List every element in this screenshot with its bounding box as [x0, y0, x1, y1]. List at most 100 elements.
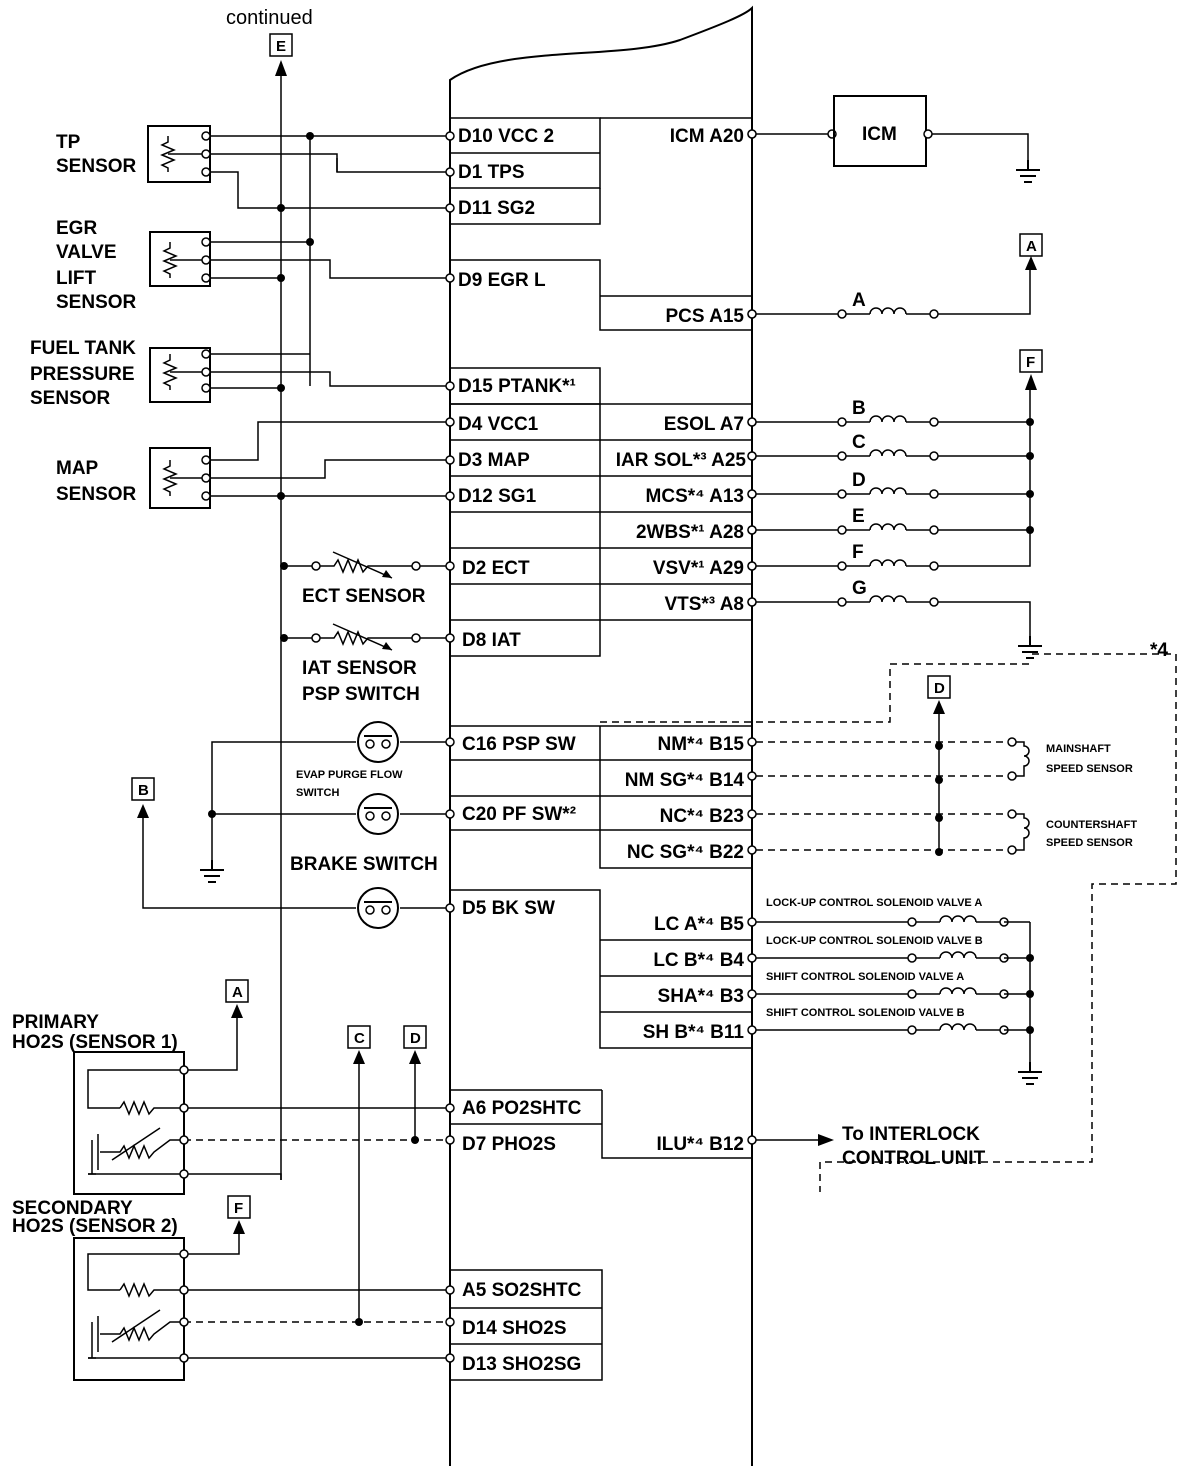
svg-text:IAT SENSOR: IAT SENSOR	[302, 658, 417, 679]
pin-c20: C20 PF SW*²	[462, 804, 576, 825]
svg-text:F: F	[852, 542, 864, 563]
pin-b15: NM*⁴ B15	[658, 734, 745, 755]
pin-a7: ESOL A7	[664, 414, 744, 435]
pin-a25: IAR SOL*³ A25	[616, 450, 747, 471]
pin-b14: NM SG*⁴ B14	[625, 770, 745, 791]
pin-b11: SH B*⁴ B11	[643, 1022, 745, 1043]
egr-lift-sensor: EGR VALVE LIFT SENSOR	[56, 218, 211, 313]
pin-a6: A6 PO2SHTC	[462, 1098, 582, 1119]
svg-text:VALVE: VALVE	[56, 242, 117, 263]
svg-text:MAP: MAP	[56, 458, 99, 479]
mainshaft-speed-sensor: MAINSHAFT SPEED SENSOR	[747, 737, 1133, 784]
pin-d8: D8 IAT	[462, 630, 521, 651]
pin-a15: PCS A15	[666, 306, 745, 327]
connector-b: B	[131, 777, 155, 801]
pin-d13: D13 SHO2SG	[462, 1354, 581, 1375]
right-pin-boxes	[599, 117, 752, 1013]
svg-text:A: A	[852, 290, 866, 311]
pin-a13: MCS*⁴ A13	[646, 486, 744, 507]
svg-text:TP: TP	[56, 132, 81, 153]
pin-b5: LC A*⁴ B5	[654, 914, 744, 935]
pin-d12: D12 SG1	[458, 486, 537, 507]
svg-text:LOCK-UP CONTROL SOLENOID VALVE: LOCK-UP CONTROL SOLENOID VALVE A	[766, 897, 982, 909]
ecu-body	[449, 5, 753, 1466]
svg-text:B: B	[852, 398, 866, 419]
svg-text:D: D	[852, 470, 866, 491]
ground-icon	[199, 860, 225, 883]
countershaft-speed-sensor: COUNTERSHAFT SPEED SENSOR	[747, 809, 1137, 856]
pin-d1: D1 TPS	[458, 162, 525, 183]
svg-text:SPEED SENSOR: SPEED SENSOR	[1046, 837, 1133, 849]
svg-text:SECONDARY: SECONDARY	[12, 1198, 133, 1219]
svg-text:HO2S (SENSOR 1): HO2S (SENSOR 1)	[12, 1032, 178, 1053]
pin-a28: 2WBS*¹ A28	[636, 522, 744, 543]
svg-text:E: E	[276, 38, 286, 55]
tp-sensor: TP SENSOR	[56, 125, 211, 183]
left-pin-terminals	[445, 131, 455, 1363]
svg-text:PRIMARY: PRIMARY	[12, 1012, 99, 1033]
svg-text:SENSOR: SENSOR	[30, 388, 111, 409]
svg-text:C: C	[852, 432, 866, 453]
connector-a-bottom: A	[225, 979, 249, 1003]
pin-d2: D2 ECT	[462, 558, 530, 579]
svg-text:*4: *4	[1150, 640, 1168, 661]
pin-d14: D14 SHO2S	[462, 1318, 567, 1339]
pin-a5: A5 SO2SHTC	[462, 1280, 582, 1301]
shift-solenoid-valves: LOCK-UP CONTROL SOLENOID VALVE A LOCK-UP…	[747, 897, 1043, 1085]
connector-f-bottom: F	[227, 1195, 251, 1219]
pin-a20: ICM A20	[670, 126, 744, 147]
svg-text:E: E	[852, 506, 865, 527]
pin-a29: VSV*¹ A29	[653, 558, 744, 579]
interlock-output: To INTERLOCK CONTROL UNIT	[747, 1124, 986, 1169]
svg-text:To INTERLOCK: To INTERLOCK	[842, 1124, 980, 1145]
brake-switch: BRAKE SWITCH	[142, 818, 450, 929]
svg-text:A: A	[1026, 238, 1037, 255]
svg-text:C: C	[354, 1030, 365, 1047]
svg-text:SENSOR: SENSOR	[56, 484, 137, 505]
right-pin-labels: ICM A20 PCS A15 ESOL A7 IAR SOL*³ A25 MC…	[616, 126, 747, 1155]
svg-text:SHIFT CONTROL SOLENOID VALVE A: SHIFT CONTROL SOLENOID VALVE A	[766, 971, 964, 983]
pin-d10: D10 VCC 2	[458, 126, 554, 147]
connector-a-top: A	[1019, 233, 1043, 257]
fuel-tank-pressure-sensor: FUEL TANK PRESSURE SENSOR	[30, 338, 211, 409]
svg-text:SPEED SENSOR: SPEED SENSOR	[1046, 763, 1133, 775]
left-pin-boxes	[450, 117, 752, 1381]
pin-b23: NC*⁴ B23	[660, 806, 744, 827]
note4-boundary: *4	[600, 640, 1177, 1192]
svg-text:ECT SENSOR: ECT SENSOR	[302, 586, 426, 607]
pin-b4: LC B*⁴ B4	[653, 950, 744, 971]
svg-text:PSP SWITCH: PSP SWITCH	[302, 684, 420, 705]
svg-text:F: F	[234, 1200, 243, 1217]
ect-sensor: ECT SENSOR	[280, 551, 450, 607]
pin-a8: VTS*³ A8	[664, 594, 744, 615]
svg-text:F: F	[1026, 354, 1035, 371]
solenoid-coils: A B C D E F G	[747, 268, 1043, 659]
svg-text:EGR: EGR	[56, 218, 97, 239]
pin-d7: D7 PHO2S	[462, 1134, 556, 1155]
svg-text:SENSOR: SENSOR	[56, 156, 137, 177]
svg-text:B: B	[138, 782, 149, 799]
connector-f-top: F	[1019, 349, 1043, 373]
svg-text:G: G	[852, 578, 867, 599]
continued-label: continued	[226, 7, 313, 29]
svg-text:D: D	[934, 680, 945, 697]
pin-d11: D11 SG2	[458, 198, 535, 219]
right-pin-terminals	[747, 129, 757, 607]
svg-text:SWITCH: SWITCH	[296, 787, 339, 799]
secondary-ho2s: SECONDARY HO2S (SENSOR 2)	[12, 1198, 450, 1381]
pin-d9: D9 EGR L	[458, 270, 546, 291]
svg-text:PRESSURE: PRESSURE	[30, 364, 135, 385]
svg-text:SHIFT CONTROL SOLENOID VALVE B: SHIFT CONTROL SOLENOID VALVE B	[766, 1007, 965, 1019]
pin-b3: SHA*⁴ B3	[658, 986, 744, 1007]
svg-text:BRAKE SWITCH: BRAKE SWITCH	[290, 854, 438, 875]
pin-d5: D5 BK SW	[462, 898, 555, 919]
connector-e: E	[269, 33, 293, 57]
svg-text:EVAP PURGE FLOW: EVAP PURGE FLOW	[296, 769, 403, 781]
pin-d15: D15 PTANK*¹	[458, 376, 576, 397]
svg-text:CONTROL UNIT: CONTROL UNIT	[842, 1148, 986, 1169]
svg-text:A: A	[232, 984, 243, 1001]
svg-text:SENSOR: SENSOR	[56, 292, 137, 313]
pin-d3: D3 MAP	[458, 450, 530, 471]
svg-text:LIFT: LIFT	[56, 268, 96, 289]
svg-text:FUEL TANK: FUEL TANK	[30, 338, 136, 359]
